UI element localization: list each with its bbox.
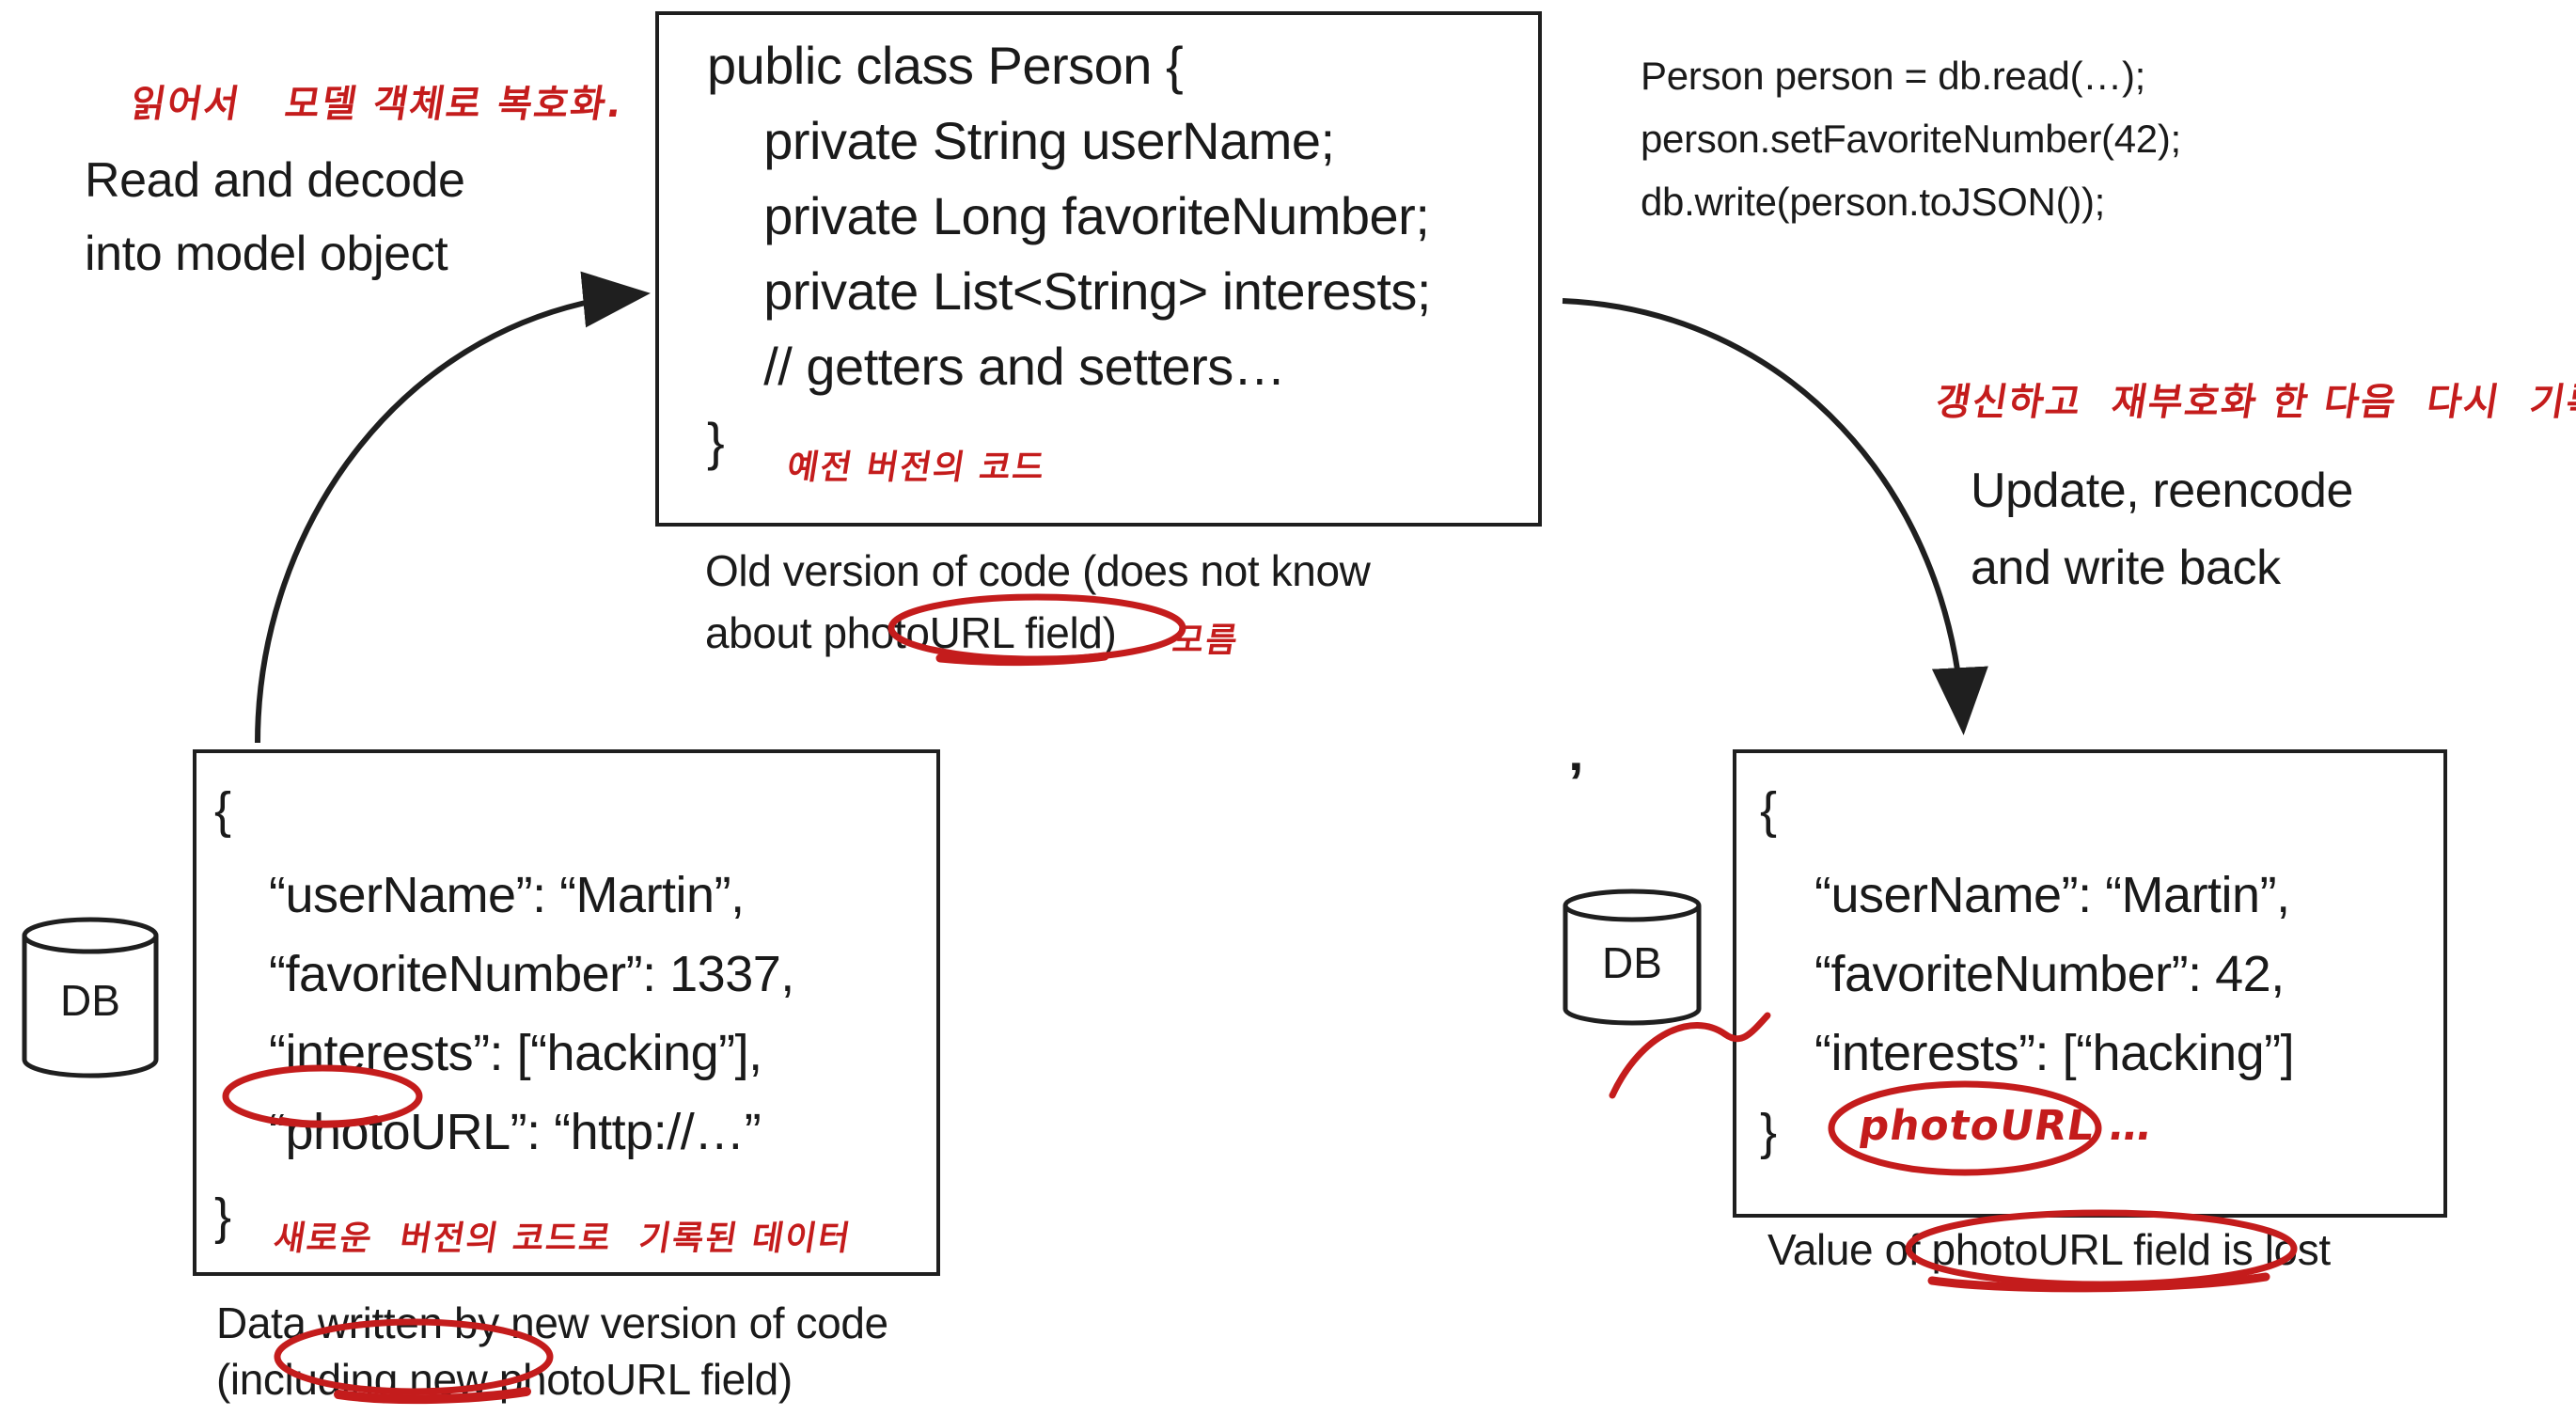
- right-json-line-4: }: [1760, 1104, 1777, 1160]
- left-db-caption-line1: Data written by new version of code: [216, 1298, 888, 1347]
- left-flow-label-line1: Read and decode: [85, 153, 465, 208]
- code-box-line-5: }: [707, 412, 725, 471]
- right-json-handwritten-annotation: photoURL …: [1855, 1102, 2157, 1150]
- right-json-line-1: “userName”: “Martin”,: [1760, 867, 2290, 923]
- left-flow-korean-annotation: 읽어서 모델 객체로 복호화.: [127, 83, 627, 126]
- right-flow-label-line1: Update, reencode: [1971, 464, 2354, 518]
- right-json-line-2: “favoriteNumber”: 42,: [1760, 946, 2285, 1002]
- left-json-line-2: “favoriteNumber”: 1337,: [214, 946, 794, 1002]
- right-db-cylinder: DB: [1561, 889, 1704, 1026]
- arrow-update-writeback: [1562, 298, 1988, 735]
- right-flow-label-line2: and write back: [1971, 541, 2281, 595]
- right-flow-korean-annotation: 갱신하고 재부호화 한 다음 다시 기록: [1932, 381, 2576, 424]
- database-icon: [22, 917, 159, 1078]
- left-json-line-0: {: [214, 782, 231, 839]
- right-db-label: DB: [1602, 938, 1662, 987]
- left-json-line-5: }: [214, 1188, 231, 1245]
- code-box-line-4: // getters and setters…: [707, 337, 1286, 396]
- left-json-box: [193, 749, 940, 1276]
- code-box-line-3: private List<String> interests;: [707, 261, 1431, 321]
- code-box-caption-line2: about photoURL field): [705, 608, 1117, 657]
- right-snippet-line-2: db.write(person.toJSON());: [1641, 180, 2106, 224]
- left-json-line-1: “userName”: “Martin”,: [214, 867, 745, 923]
- arrow-read-decode: [255, 271, 651, 744]
- red-underline-photourl-lost: [1927, 1272, 2270, 1293]
- right-json-line-3: “interests”: [“hacking”]: [1760, 1025, 2295, 1081]
- right-snippet-line-1: person.setFavoriteNumber(42);: [1641, 117, 2181, 161]
- code-box-line-1: private String userName;: [707, 111, 1335, 170]
- left-json-korean-annotation: 새로운 버전의 코드로 기록된 데이터: [271, 1219, 855, 1258]
- code-box-korean-annotation: 예전 버전의 코드: [784, 448, 1049, 487]
- left-json-line-3: “interests”: [“hacking”],: [214, 1025, 762, 1081]
- stray-comma-mark: ’: [1568, 751, 1584, 814]
- code-box-line-0: public class Person {: [707, 36, 1184, 95]
- left-json-line-4: “photoURL”: “http://…”: [214, 1104, 762, 1160]
- left-db-caption-line2: (including new photoURL field): [216, 1355, 793, 1404]
- code-box-line-2: private Long favoriteNumber;: [707, 186, 1430, 245]
- right-snippet-line-0: Person person = db.read(…);: [1641, 54, 2146, 98]
- code-box-caption-korean-annotation: 모름: [1170, 621, 1242, 660]
- left-flow-label-line2: into model object: [85, 227, 448, 281]
- left-db-label: DB: [60, 976, 120, 1025]
- code-box: [655, 11, 1542, 527]
- left-db-cylinder: DB: [21, 917, 160, 1078]
- right-json-line-0: {: [1760, 782, 1777, 839]
- right-db-caption: Value of photoURL field is lost: [1767, 1225, 2331, 1274]
- code-box-caption-line1: Old version of code (does not know: [705, 546, 1371, 595]
